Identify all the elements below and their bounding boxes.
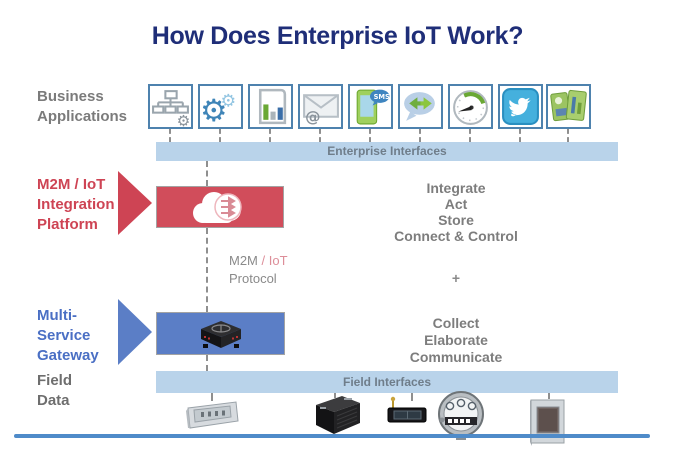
chat-arrows-icon	[398, 84, 443, 129]
connector-dash	[369, 129, 371, 142]
display-panel-icon	[183, 399, 241, 431]
protocol-text: Protocol	[229, 271, 277, 286]
cloud-icon	[193, 192, 242, 223]
svg-text:⚙: ⚙	[221, 92, 237, 112]
connector-dash	[469, 129, 471, 142]
gateway-device-icon	[200, 320, 241, 348]
protocol-label: M2M / IoT Protocol	[229, 252, 288, 288]
field-data-label: Field Data	[37, 372, 73, 409]
connector-dash	[419, 129, 421, 142]
workflow-gear-icon: ⚙	[148, 84, 193, 129]
connector-dash	[548, 393, 550, 399]
svg-text:@: @	[305, 108, 320, 126]
bottom-baseline	[14, 434, 650, 438]
utility-meter-icon	[437, 390, 485, 442]
connector-dash	[169, 129, 171, 142]
gauge-icon	[448, 84, 493, 129]
gateway-functions-text: Collect Elaborate Communicate	[409, 315, 503, 365]
wireless-module-icon	[385, 396, 429, 426]
multi-service-gateway-label: Multi- Service Gateway	[37, 307, 99, 364]
connector-dash	[269, 129, 271, 142]
connector-dash	[206, 228, 208, 312]
multi-service-gateway-bar	[156, 312, 285, 355]
plus-sign: +	[451, 270, 461, 286]
connector-dash	[319, 129, 321, 142]
email-icon: @	[298, 84, 343, 129]
protocol-m2m-text: M2M	[229, 253, 262, 268]
connector-dash	[211, 393, 213, 401]
protocol-iot-text: / IoT	[261, 253, 288, 268]
integration-platform-bar	[156, 186, 284, 228]
twitter-icon	[498, 84, 543, 129]
field-interfaces-band: Field Interfaces	[156, 371, 618, 393]
gears-icon: ⚙ ⚙	[198, 84, 243, 129]
svg-text:⚙: ⚙	[177, 112, 191, 127]
dashboard-cards-icon	[546, 84, 591, 129]
connector-dash	[206, 355, 208, 371]
svg-text:⚙: ⚙	[200, 93, 228, 127]
gateway-arrow	[118, 299, 152, 365]
platform-arrow	[118, 171, 152, 235]
connector-dash	[334, 393, 336, 398]
integration-platform-label: M2M / IoT Integration Platform	[37, 176, 115, 233]
connector-dash	[519, 129, 521, 142]
platform-functions-text: Integrate Act Store Connect & Control	[394, 180, 518, 244]
plc-controller-icon	[306, 392, 366, 438]
sms-phone-icon: SMS	[348, 84, 393, 129]
enterprise-interfaces-band: Enterprise Interfaces	[156, 142, 618, 161]
page-title: How Does Enterprise IoT Work?	[151, 22, 524, 50]
field-interfaces-label: Field Interfaces	[342, 375, 432, 389]
connector-dash	[567, 129, 569, 142]
panel-pc-icon	[521, 396, 569, 448]
connector-dash	[206, 161, 208, 186]
business-applications-label: Business Applications	[37, 88, 128, 125]
connector-dash	[411, 393, 413, 401]
svg-text:SMS: SMS	[374, 93, 390, 101]
connector-dash	[219, 129, 221, 142]
report-chart-icon	[248, 84, 293, 129]
enterprise-interfaces-label: Enterprise Interfaces	[327, 144, 447, 158]
